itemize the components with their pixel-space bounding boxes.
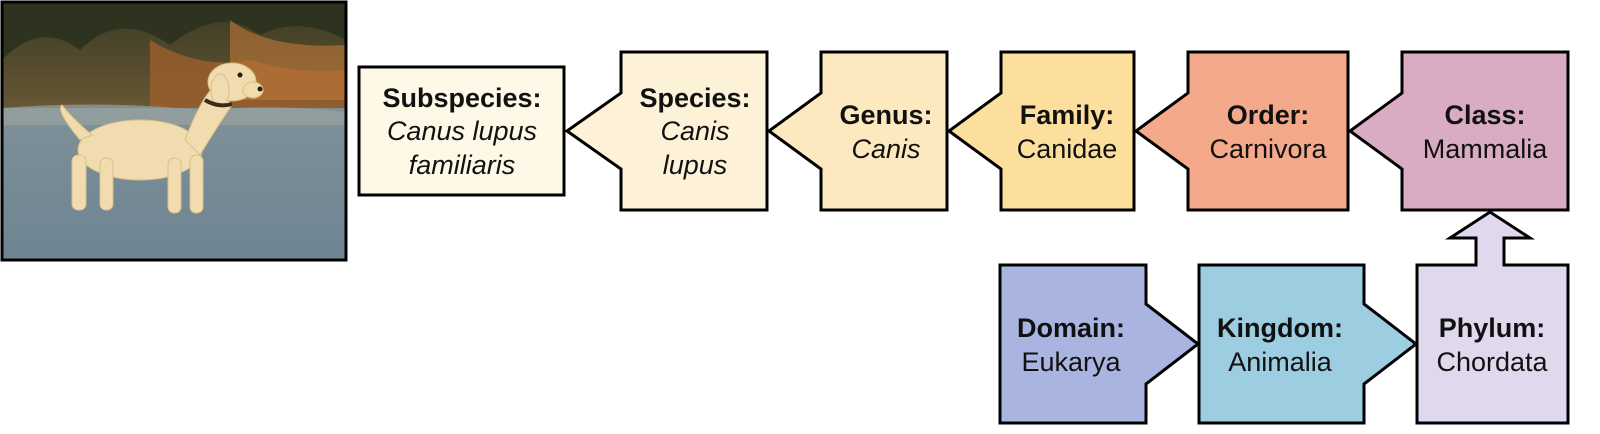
phylum-rank: Phylum: [1439,313,1546,343]
class-label: Class: Mammalia [1423,100,1549,164]
class-rank: Class: [1444,100,1525,130]
domain-box [998,263,1201,425]
subspecies-name-line-1: Canus lupus [387,116,537,146]
subspecies-box [357,65,566,197]
species-name-line-1: Canis [660,116,729,146]
phylum-box [1415,210,1570,425]
domain-name: Eukarya [1021,347,1121,377]
family-rank: Family: [1020,100,1115,130]
domain-rank: Domain: [1017,313,1125,343]
species-label: Species: Canis lupus [639,83,750,180]
species-name-line-2: lupus [663,150,728,180]
dog-photo [0,0,348,262]
family-label: Family: Canidae [1017,100,1118,164]
order-rank: Order: [1227,100,1310,130]
class-name: Mammalia [1423,134,1549,164]
order-name: Carnivora [1209,134,1327,164]
kingdom-rank: Kingdom: [1217,313,1343,343]
kingdom-label: Kingdom: Animalia [1217,313,1343,377]
phylum-label: Phylum: Chordata [1436,313,1548,377]
phylum-name: Chordata [1436,347,1548,377]
class-box [1347,50,1570,212]
kingdom-box [1197,263,1419,425]
family-box [946,50,1136,212]
domain-label: Domain: Eukarya [1017,313,1125,377]
genus-name: Canis [851,134,920,164]
genus-rank: Genus: [839,100,932,130]
subspecies-label: Subspecies: Canus lupus familiaris [382,83,541,180]
species-rank: Species: [639,83,750,113]
kingdom-name: Animalia [1228,347,1333,377]
order-label: Order: Carnivora [1209,100,1327,164]
subspecies-rank: Subspecies: [382,83,541,113]
species-box [564,50,769,212]
family-name: Canidae [1017,134,1118,164]
genus-box [766,50,949,212]
genus-label: Genus: Canis [839,100,932,164]
subspecies-name-line-2: familiaris [409,150,516,180]
order-box [1133,50,1350,212]
